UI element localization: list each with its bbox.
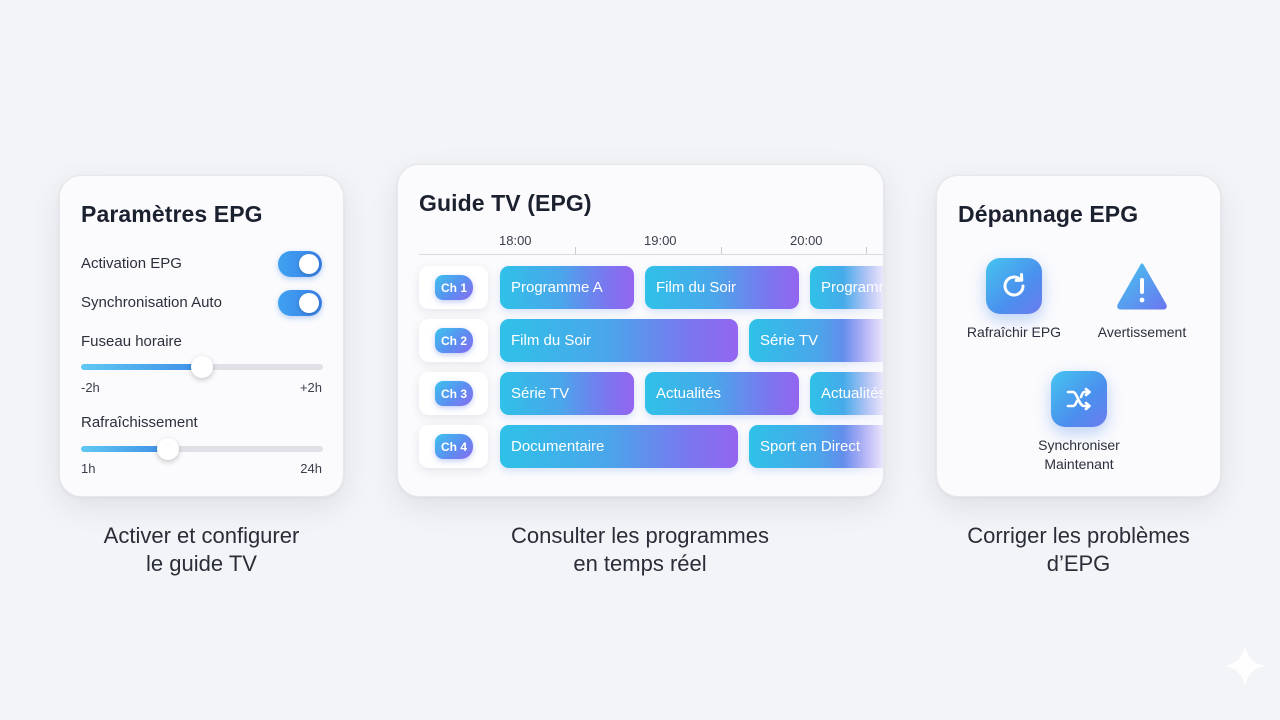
refresh-slider[interactable]: [81, 438, 323, 460]
troubleshoot-title: Dépannage EPG: [958, 201, 1139, 227]
refresh-max: 24h: [300, 461, 322, 476]
program-block[interactable]: Série TV: [500, 372, 634, 415]
slider-fill: [81, 364, 202, 370]
settings-title: Paramètres EPG: [81, 201, 263, 227]
program-block[interactable]: Programme A: [500, 266, 634, 309]
toggle-knob: [299, 254, 319, 274]
refresh-label: Rafraîchissement: [81, 414, 198, 431]
channel-logo: Ch 1: [435, 275, 473, 300]
program-block[interactable]: Actualités: [645, 372, 799, 415]
caption-line: Activer et configurer: [103, 523, 300, 548]
timeline: 18:00 19:00 20:00: [419, 231, 883, 255]
channel-rows: Ch 1 Programme A Film du Soir Programme …: [419, 266, 883, 478]
caption-line: d’EPG: [1046, 551, 1111, 576]
channel-logo-box[interactable]: Ch 3: [419, 372, 488, 415]
warning-label: Avertissement: [1097, 324, 1187, 340]
slider-thumb[interactable]: [191, 356, 213, 378]
time-label: 18:00: [499, 233, 532, 248]
channel-row: Ch 2 Film du Soir Série TV: [419, 319, 883, 362]
auto-sync-toggle[interactable]: [278, 290, 322, 316]
refresh-min: 1h: [81, 461, 96, 476]
timezone-min: -2h: [81, 380, 100, 395]
channel-logo: Ch 4: [435, 434, 473, 459]
setting-row-activation: Activation EPG: [81, 251, 322, 277]
sparkle-icon: [1224, 645, 1266, 687]
warning-button[interactable]: Avertissement: [1079, 258, 1205, 342]
timezone-slider[interactable]: [81, 356, 323, 378]
timeline-tick: [866, 247, 867, 255]
slider-thumb[interactable]: [157, 438, 180, 460]
program-block[interactable]: Actualités: [810, 372, 883, 415]
warning-icon: [1114, 258, 1170, 314]
epg-troubleshoot-card: Dépannage EPG Rafraîchir EPG: [936, 175, 1221, 497]
setting-row-sync: Synchronisation Auto: [81, 290, 322, 316]
guide-title: Guide TV (EPG): [419, 190, 592, 216]
channel-row: Ch 3 Série TV Actualités Actualités: [419, 372, 883, 415]
timeline-axis: [419, 254, 883, 255]
auto-sync-label: Synchronisation Auto: [81, 294, 222, 311]
guide-caption: Consulter les programmes en temps réel: [440, 522, 840, 578]
refresh-epg-label: Rafraîchir EPG: [966, 324, 1062, 340]
troubleshoot-caption: Corriger les problèmes d’EPG: [930, 522, 1227, 578]
epg-guide-card: Guide TV (EPG) 18:00 19:00 20:00 Ch 1 Pr…: [397, 164, 884, 497]
activation-epg-label: Activation EPG: [81, 255, 182, 272]
activation-epg-toggle[interactable]: [278, 251, 322, 277]
caption-line: en temps réel: [573, 551, 707, 576]
program-lane: Documentaire Sport en Direct: [500, 425, 883, 468]
time-label: 19:00: [644, 233, 677, 248]
timezone-max: +2h: [299, 380, 322, 395]
sync-now-button[interactable]: Synchroniser Maintenant: [1017, 371, 1141, 474]
program-block[interactable]: Film du Soir: [500, 319, 738, 362]
caption-line: le guide TV: [146, 551, 257, 576]
sync-now-label: Synchroniser Maintenant: [1038, 437, 1120, 472]
slider-fill: [81, 446, 169, 452]
channel-logo: Ch 2: [435, 328, 473, 353]
time-label: 20:00: [790, 233, 823, 248]
epg-settings-card: Paramètres EPG Activation EPG Synchronis…: [59, 175, 344, 497]
program-lane: Film du Soir Série TV: [500, 319, 883, 362]
toggle-knob: [299, 293, 319, 313]
channel-logo-box[interactable]: Ch 1: [419, 266, 488, 309]
timezone-label: Fuseau horaire: [81, 333, 182, 350]
program-block[interactable]: Programme: [810, 266, 883, 309]
program-lane: Série TV Actualités Actualités: [500, 372, 883, 415]
program-lane: Programme A Film du Soir Programme: [500, 266, 883, 309]
caption-line: Corriger les problèmes: [967, 523, 1190, 548]
shuffle-sync-icon: [1051, 371, 1107, 427]
timeline-tick: [575, 247, 576, 255]
channel-row: Ch 4 Documentaire Sport en Direct: [419, 425, 883, 468]
program-block[interactable]: Film du Soir: [645, 266, 799, 309]
program-block[interactable]: Documentaire: [500, 425, 738, 468]
program-block[interactable]: Sport en Direct: [749, 425, 883, 468]
channel-logo: Ch 3: [435, 381, 473, 406]
channel-row: Ch 1 Programme A Film du Soir Programme: [419, 266, 883, 309]
channel-logo-box[interactable]: Ch 2: [419, 319, 488, 362]
program-block[interactable]: Série TV: [749, 319, 883, 362]
timeline-tick: [721, 247, 722, 255]
refresh-icon: [986, 258, 1042, 314]
refresh-epg-button[interactable]: Rafraîchir EPG: [953, 258, 1075, 342]
settings-caption: Activer et configurer le guide TV: [59, 522, 344, 578]
channel-logo-box[interactable]: Ch 4: [419, 425, 488, 468]
caption-line: Consulter les programmes: [511, 523, 769, 548]
